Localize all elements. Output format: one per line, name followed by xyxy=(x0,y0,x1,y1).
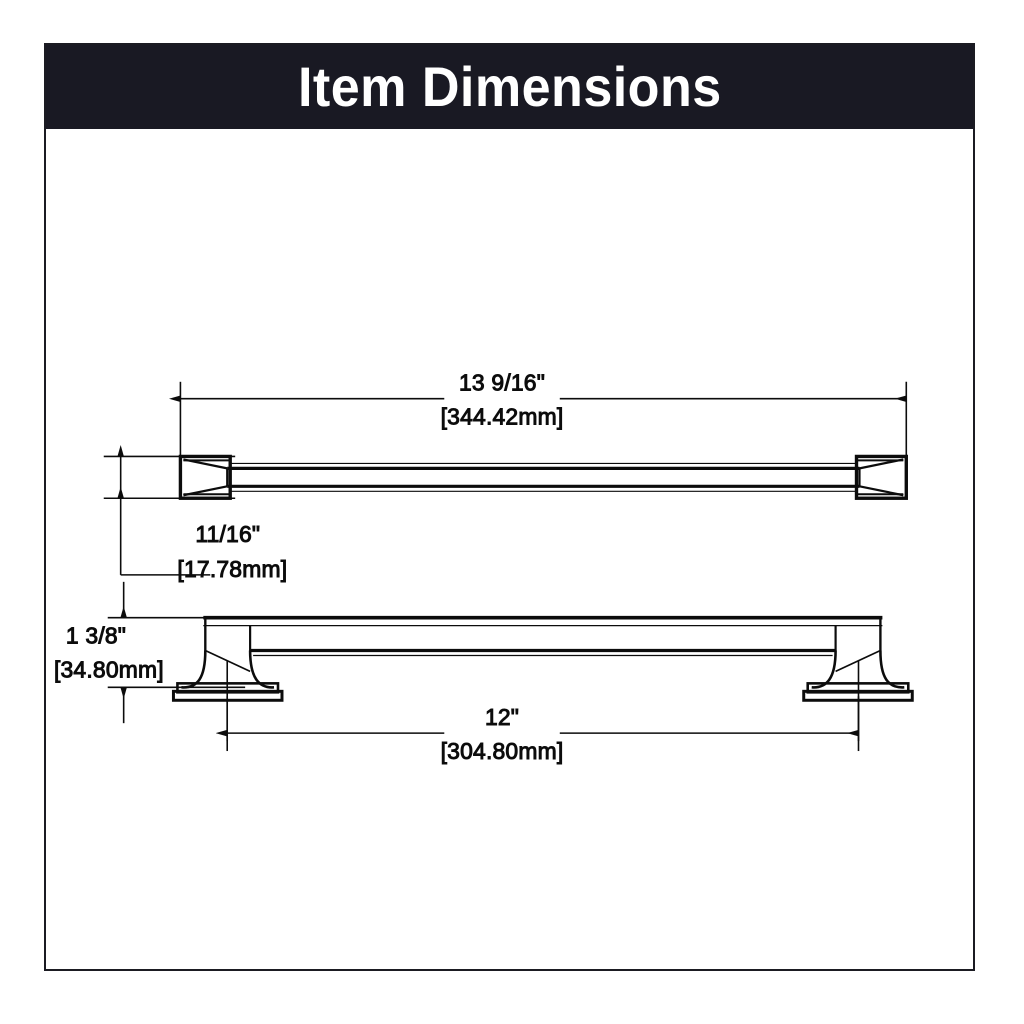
top-view-bar xyxy=(178,454,908,500)
overall-length-dimension xyxy=(168,381,908,463)
left-end-block xyxy=(178,454,232,500)
left-post-flare-outer xyxy=(181,650,207,689)
overall-length-metric-label: [344.42mm] xyxy=(441,404,564,430)
bar-depth-metric-label: [17.78mm] xyxy=(177,556,287,582)
right-post-flare-outer xyxy=(879,650,905,689)
bar-depth-imperial-label: 11/16" xyxy=(195,521,260,547)
post-height-metric-label: [34.80mm] xyxy=(54,656,164,682)
title-banner: Item Dimensions xyxy=(46,45,973,129)
post-height-imperial-label: 1 3/8" xyxy=(66,623,126,649)
overall-length-imperial-label: 13 9/16" xyxy=(459,370,545,396)
drawing-frame: Item Dimensions xyxy=(44,43,975,971)
bar-depth-dimension xyxy=(103,444,236,576)
center-to-center-metric-label: [304.80mm] xyxy=(441,738,564,764)
right-post-flare-inner xyxy=(811,650,837,689)
technical-drawing-svg: 13 9/16" [344.42mm] xyxy=(53,369,914,764)
left-post-flare-inner xyxy=(248,650,275,689)
post-height-dimension xyxy=(107,581,246,724)
side-view-bar xyxy=(171,615,914,742)
right-end-block xyxy=(854,454,908,500)
drawing-canvas: 13 9/16" [344.42mm] xyxy=(46,129,973,969)
center-to-center-dimension xyxy=(215,696,860,752)
center-to-center-imperial-label: 12" xyxy=(485,704,519,730)
page-title: Item Dimensions xyxy=(297,55,722,118)
